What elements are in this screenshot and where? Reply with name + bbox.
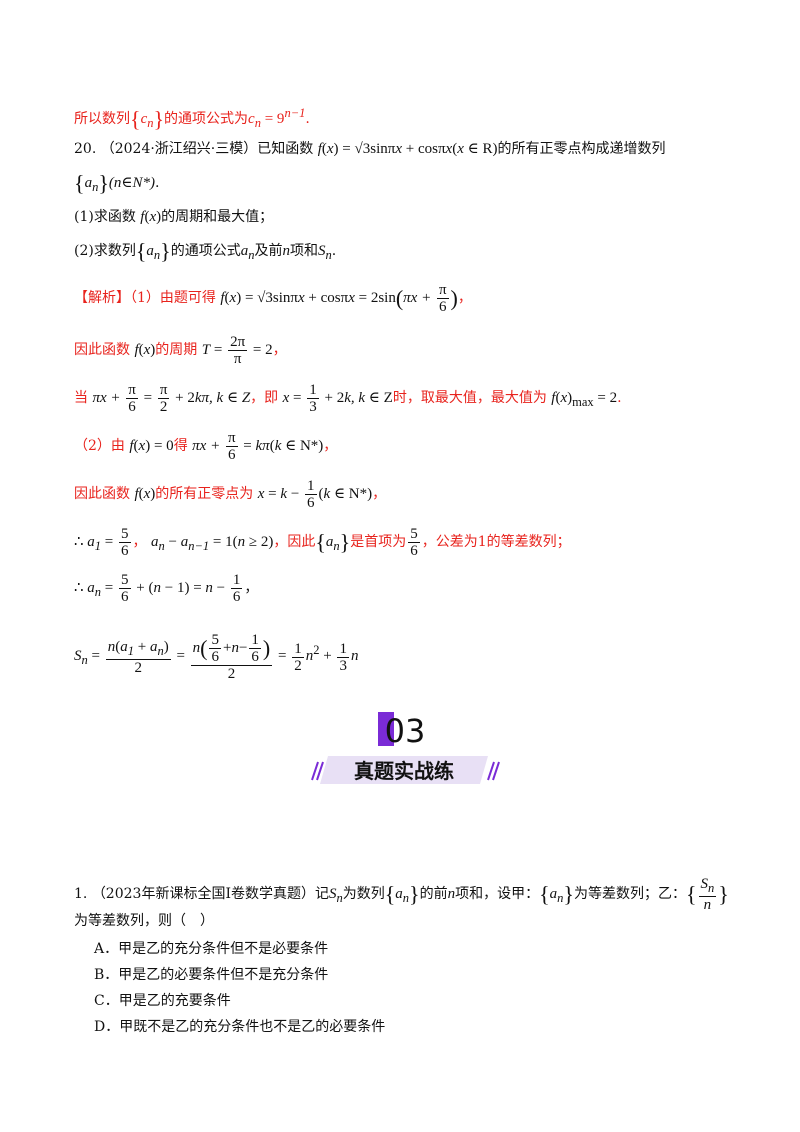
sol-line-1: 【解析】（1）由题可得 f(x) = √3sinπx + cosπx = 2si… bbox=[74, 282, 472, 315]
sol5a: 因此函数 bbox=[74, 485, 130, 502]
q1-option-d[interactable]: D．甲既不是乙的充分条件也不是乙的必要条件 bbox=[94, 1019, 386, 1035]
q1-number: 1. bbox=[74, 885, 88, 902]
q1-stem-e: 为等差数列；乙： bbox=[573, 885, 686, 902]
sol4b: 得 bbox=[173, 437, 188, 454]
q1-stem-b: 为数列 bbox=[342, 885, 385, 902]
sol6a: ，因此 bbox=[273, 533, 316, 550]
sol2b: 的周期 bbox=[155, 341, 198, 358]
banner-title-bg bbox=[320, 756, 488, 784]
q20-part2-d: 项和 bbox=[289, 243, 318, 259]
section-number: 03 bbox=[385, 712, 426, 750]
q1-source: （2023年新课标全国Ⅰ卷数学真题） bbox=[91, 885, 315, 902]
sol1: （1）由题可得 bbox=[130, 289, 216, 306]
section-banner: 03 真题实战练 bbox=[310, 700, 500, 800]
banner-left-slash-2 bbox=[316, 761, 324, 781]
prev-answer-mid: 的通项公式为 bbox=[164, 111, 249, 127]
q20-part2-b: 的通项公式 bbox=[170, 243, 241, 259]
q20-part2-a: (2)求数列 bbox=[74, 243, 136, 259]
sol2: 因此函数 bbox=[74, 341, 130, 358]
q1-stem: 1. （2023年新课标全国Ⅰ卷数学真题）记Sn为数列{an}的前n项和，设甲：… bbox=[74, 876, 729, 913]
sol3c: 时，取最大值，最大值为 bbox=[392, 389, 547, 406]
q1-stem-a: 记 bbox=[314, 885, 329, 902]
q20-stem-2: {an}(n∈N*). bbox=[74, 170, 160, 196]
banner-left-slash-1 bbox=[311, 761, 319, 781]
q1-stem-c: 的前 bbox=[419, 885, 448, 902]
prev-answer-prefix: 所以数列 bbox=[74, 111, 130, 127]
section-title: 真题实战练 bbox=[354, 759, 454, 783]
q20-part1: (1)求函数 f(x)的周期和最大值； bbox=[74, 209, 274, 225]
q20-part1-b: 的周期和最大值； bbox=[161, 209, 274, 225]
sol3a: 当 bbox=[74, 389, 88, 406]
q20-stem: 20. （2024·浙江绍兴·三模）已知函数 f(x) = √3sinπx + … bbox=[74, 141, 666, 157]
sol6c: ，公差为1的等差数列； bbox=[421, 533, 571, 550]
q20-source: （2024·浙江绍兴·三模） bbox=[100, 141, 258, 157]
q1-option-c[interactable]: C．甲是乙的充要条件 bbox=[94, 993, 231, 1009]
banner-accent-bar bbox=[378, 712, 394, 746]
q1-stem-d: 项和，设甲： bbox=[455, 885, 540, 902]
sol6b: 是首项为 bbox=[350, 533, 407, 550]
banner-right-slash-2 bbox=[492, 761, 500, 781]
q20-number: 20. bbox=[74, 141, 97, 157]
prev-answer-line: 所以数列{cn}的通项公式为cn = 9n−1. bbox=[74, 106, 310, 132]
q1-option-b[interactable]: B．甲是乙的必要条件但不是充分条件 bbox=[94, 967, 329, 983]
q20-part2-c: 及前 bbox=[254, 243, 283, 259]
banner-right-slash-1 bbox=[487, 761, 495, 781]
sol4a: （2）由 bbox=[74, 437, 125, 454]
q20-stem-c: (n∈N*) bbox=[108, 175, 155, 191]
sol3b: ，即 bbox=[250, 389, 279, 406]
section-banner-graphic: 03 真题实战练 bbox=[311, 712, 500, 784]
q1-option-a[interactable]: A．甲是乙的充分条件但不是必要条件 bbox=[94, 941, 329, 957]
q1-stem-2: 为等差数列，则（ ） bbox=[74, 910, 214, 932]
solution-tag: 【解析】 bbox=[74, 289, 130, 306]
q20-part1-a: (1)求函数 bbox=[74, 209, 136, 225]
sol5b: 的所有正零点为 bbox=[155, 485, 254, 502]
q20-stem-a: 已知函数 bbox=[257, 141, 314, 157]
q1-stem-f: 为等差数列，则（ ） bbox=[74, 913, 214, 929]
q20-part2: (2)求数列{an}的通项公式an及前n项和Sn. bbox=[74, 238, 337, 264]
q20-stem-b: 的所有正零点构成递增数列 bbox=[497, 141, 666, 157]
